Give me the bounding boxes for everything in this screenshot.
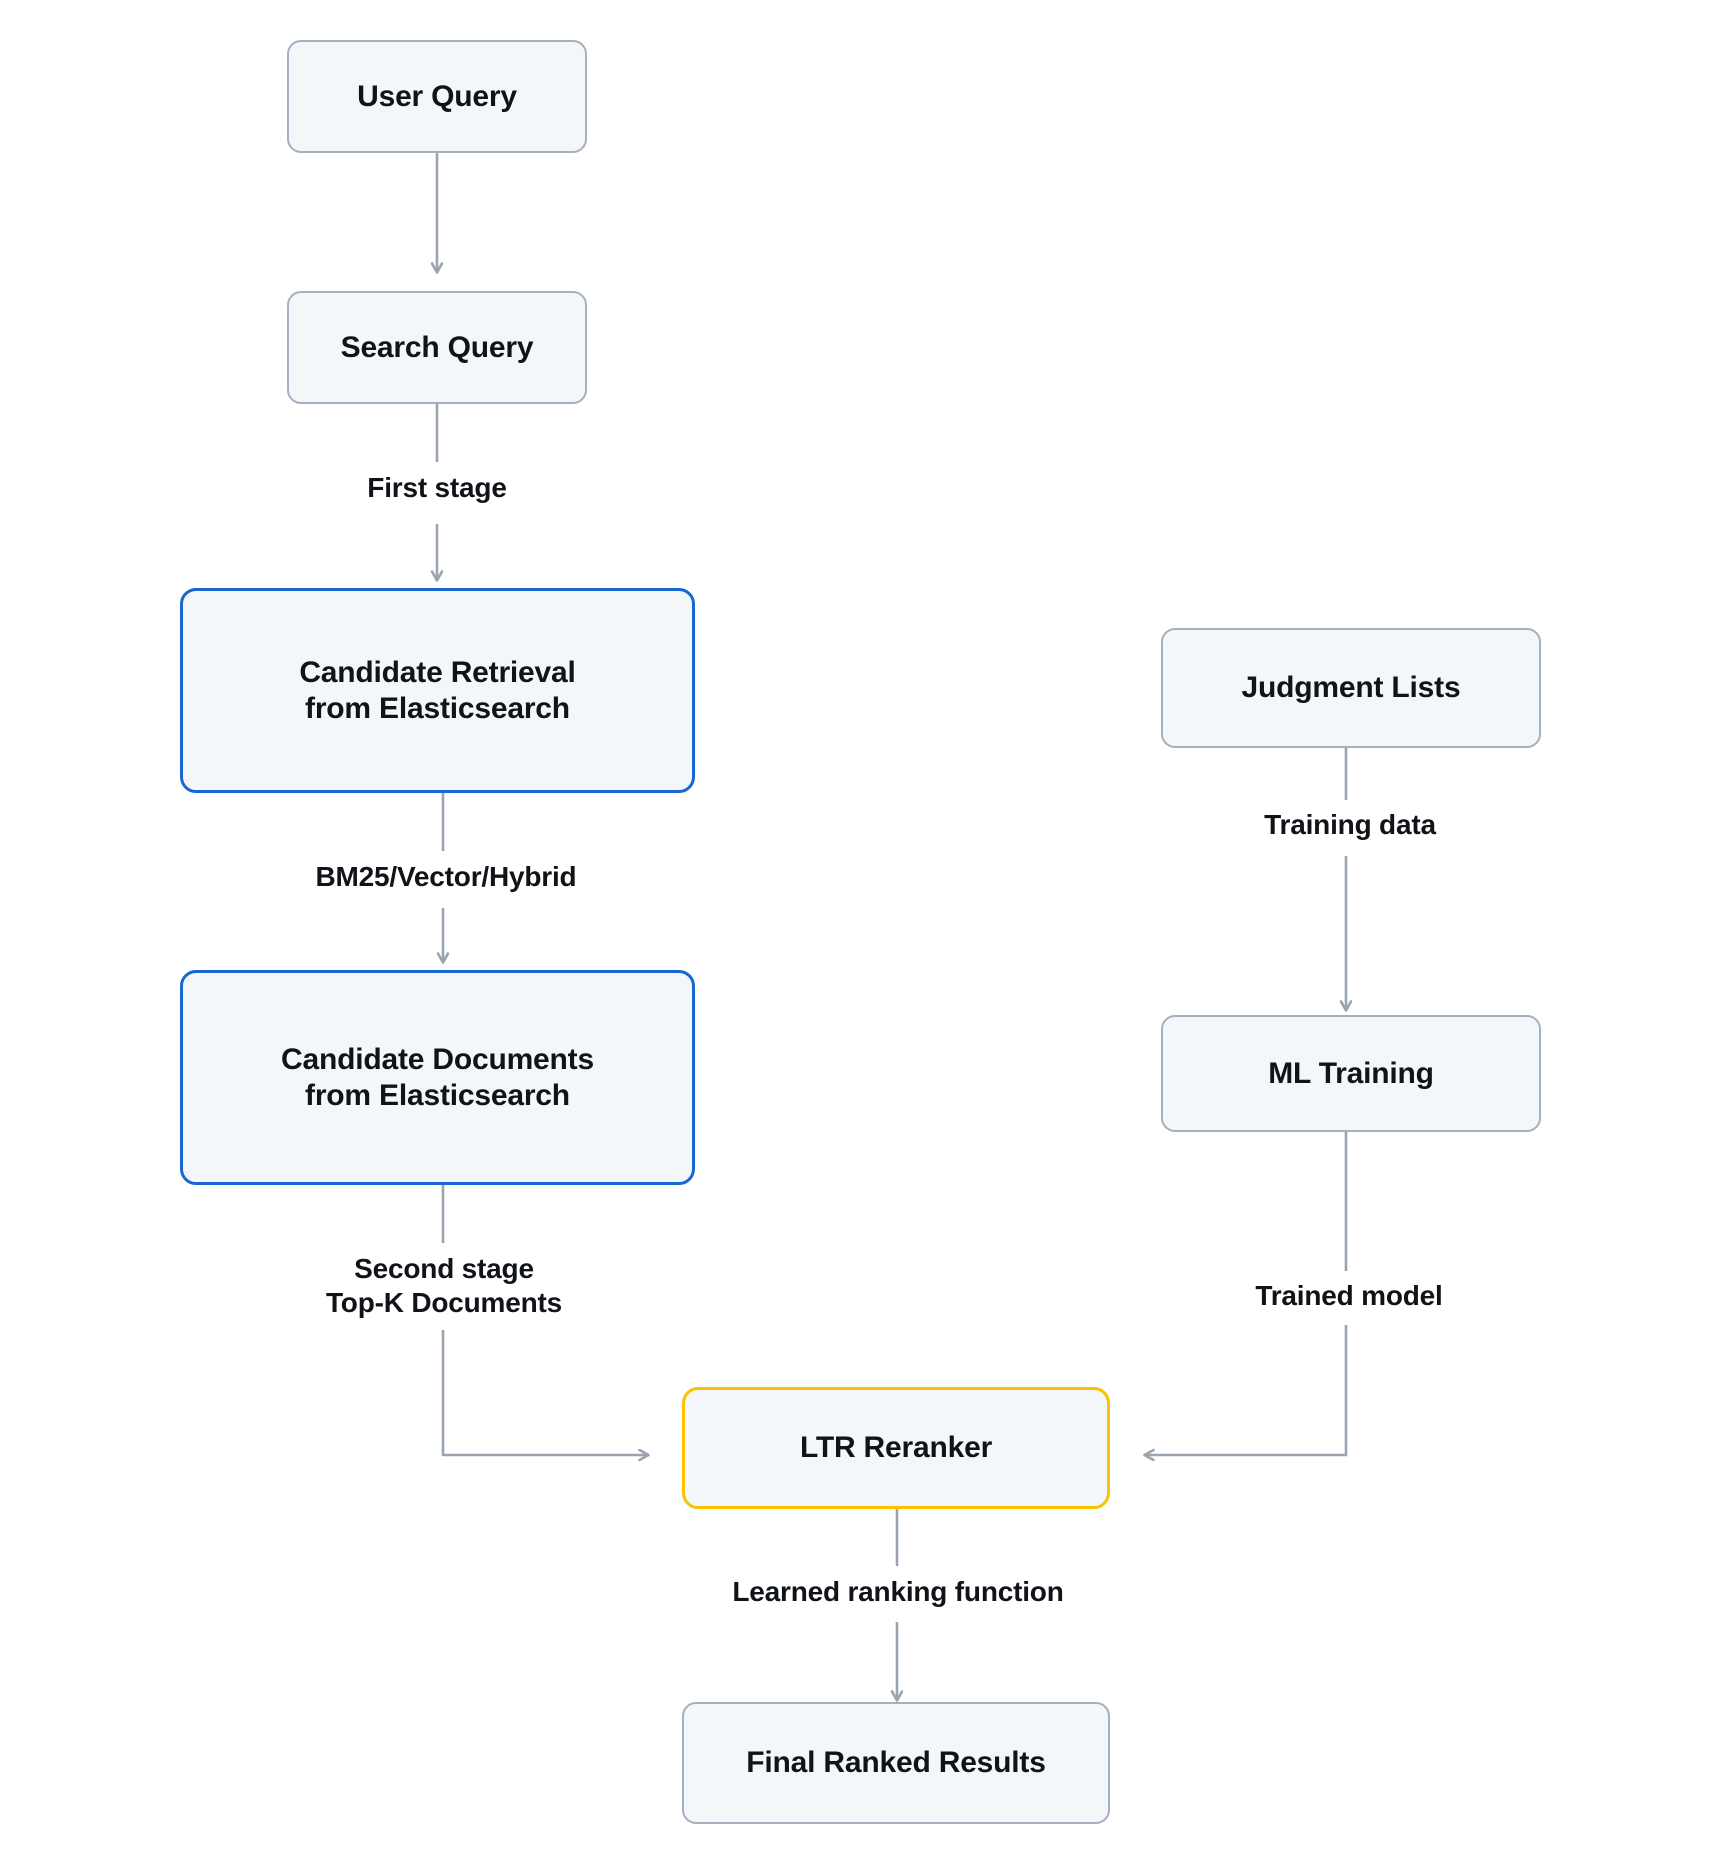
edge-label-trained-model: Trained model [1255,1280,1443,1311]
edge-label-training-data: Training data [1264,809,1436,840]
node-judgment-lists[interactable]: Judgment Lists [1161,628,1541,748]
node-user-query[interactable]: User Query [287,40,587,153]
node-ltr-reranker[interactable]: LTR Reranker [682,1387,1110,1509]
node-search-query[interactable]: Search Query [287,291,587,404]
node-final-ranked-results[interactable]: Final Ranked Results [682,1702,1110,1824]
edge-label-bm25-vector-hybrid: BM25/Vector/Hybrid [315,861,577,892]
node-candidate-retrieval-label: Candidate Retrieval from Elasticsearch [299,656,576,725]
node-judgment-lists-label: Judgment Lists [1241,671,1461,705]
edge-label-learned-ranking-function: Learned ranking function [732,1576,1064,1607]
node-candidate-documents-label: Candidate Documents from Elasticsearch [281,1043,594,1112]
node-search-query-label: Search Query [340,330,534,364]
node-user-query-label: User Query [357,79,517,113]
node-final-ranked-results-label: Final Ranked Results [746,1746,1046,1780]
edge-candidate-documents-to-ltr-reranker [441,1185,648,1455]
node-ltr-reranker-label: LTR Reranker [799,1431,993,1465]
node-candidate-retrieval[interactable]: Candidate Retrieval from Elasticsearch [180,588,695,793]
edge-label-second-stage-topk: Second stage Top-K Documents [325,1253,563,1318]
node-candidate-documents[interactable]: Candidate Documents from Elasticsearch [180,970,695,1185]
edge-label-first-stage: First stage [367,472,507,503]
node-ml-training-label: ML Training [1268,1056,1434,1090]
node-ml-training[interactable]: ML Training [1161,1015,1541,1132]
